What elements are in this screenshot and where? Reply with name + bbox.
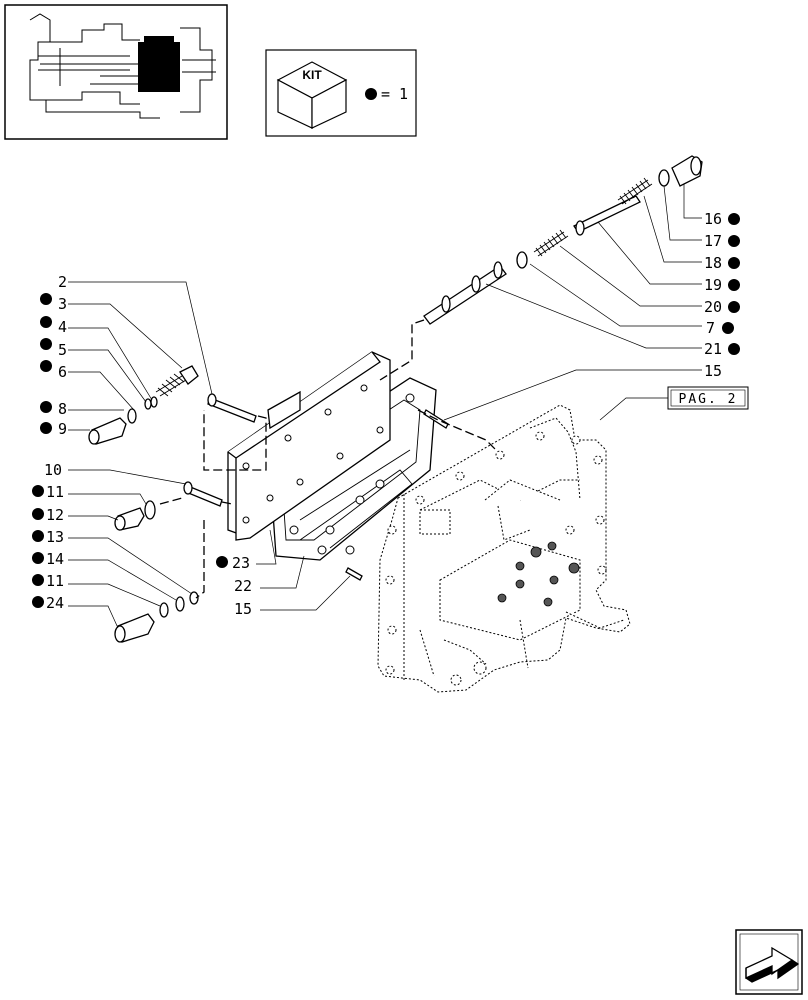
callout-7: 7 <box>706 319 715 337</box>
left-parts <box>88 365 257 643</box>
kit-box-icon: KIT <box>276 61 348 129</box>
callout-12: 12 <box>46 506 64 524</box>
cover-plate <box>227 351 391 541</box>
kit-label: KIT <box>302 68 322 82</box>
kit-bullet-icon <box>32 574 44 586</box>
callout-10: 10 <box>44 461 62 479</box>
kit-bullet-icon <box>722 322 734 334</box>
kit-bullet-icon <box>40 422 52 434</box>
alignment-lines <box>159 319 497 599</box>
kit-bullet-icon <box>40 338 52 350</box>
callout-21: 21 <box>704 340 722 358</box>
callout-17: 17 <box>704 232 722 250</box>
kit-bullet-icon <box>728 235 740 247</box>
callout-15: 15 <box>704 362 722 380</box>
callout-5: 5 <box>58 341 67 359</box>
kit-equals-text: = 1 <box>381 85 408 103</box>
callout-11: 11 <box>46 572 64 590</box>
callout-9: 9 <box>58 420 67 438</box>
callout-19: 19 <box>704 276 722 294</box>
kit-bullet-icon <box>40 316 52 328</box>
kit-bullet-icon <box>32 596 44 608</box>
kit-bullet-icon <box>40 401 52 413</box>
valve-housing <box>377 404 631 693</box>
kit-bullet-icon <box>728 343 740 355</box>
callout-13: 13 <box>46 528 64 546</box>
callout-18: 18 <box>704 254 722 272</box>
callout-3: 3 <box>58 295 67 313</box>
callout-23: 23 <box>232 554 250 572</box>
kit-bullet-icon <box>32 530 44 542</box>
spool-assembly <box>423 155 703 325</box>
callouts-right: 16 17 18 19 20 7 21 15 PAG. 2 <box>667 210 749 410</box>
kit-legend: KIT = 1 <box>265 49 417 137</box>
callout-11: 11 <box>46 483 64 501</box>
kit-bullet-icon <box>40 293 52 305</box>
callouts-middle: 23 22 15 <box>216 554 252 618</box>
callout-15: 15 <box>234 600 252 618</box>
callout-16: 16 <box>704 210 722 228</box>
next-page-icon[interactable] <box>735 929 803 995</box>
location-thumbnail <box>4 4 228 140</box>
kit-bullet-icon <box>32 508 44 520</box>
gasket <box>269 377 437 561</box>
callout-4: 4 <box>58 318 67 336</box>
kit-bullet-icon <box>728 213 740 225</box>
leader-lines <box>68 184 702 629</box>
kit-bullet-icon <box>32 552 44 564</box>
callout-14: 14 <box>46 550 64 568</box>
callout-24: 24 <box>46 594 64 612</box>
callout-22: 22 <box>234 577 252 595</box>
callout-8: 8 <box>58 400 67 418</box>
callout-2: 2 <box>58 273 67 291</box>
page-reference-label: PAG. 2 <box>679 392 738 407</box>
kit-bullet-icon <box>365 88 377 100</box>
callout-20: 20 <box>704 298 722 316</box>
kit-bullet-icon <box>728 301 740 313</box>
kit-bullet-icon <box>728 279 740 291</box>
kit-bullet-icon <box>40 360 52 372</box>
kit-bullet-icon <box>32 485 44 497</box>
page-reference[interactable]: PAG. 2 <box>667 386 749 410</box>
callout-6: 6 <box>58 363 67 381</box>
kit-bullet-icon <box>216 556 228 568</box>
callouts-left: 2 3 4 5 6 8 9 10 11 12 13 14 11 24 <box>32 273 67 612</box>
kit-bullet-icon <box>728 257 740 269</box>
